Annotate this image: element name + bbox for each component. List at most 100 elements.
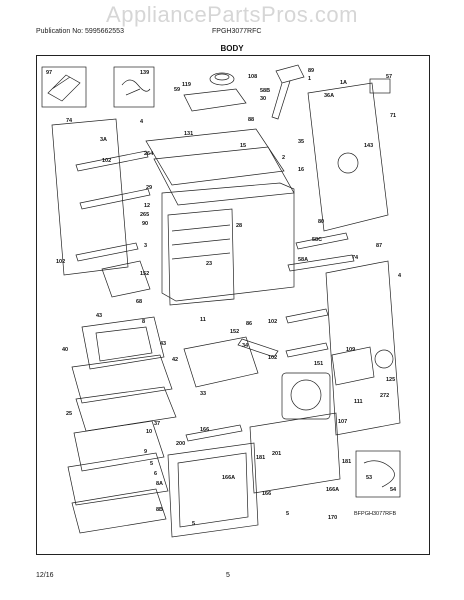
diagram-code: BFPGH3077RFB — [354, 511, 397, 517]
part-97-bracket — [47, 74, 81, 102]
part-166-slide — [185, 424, 243, 442]
callout-170: 170 — [328, 515, 337, 521]
part-53-cable — [363, 460, 395, 488]
callout-272: 272 — [380, 393, 389, 399]
callout-6: 6 — [154, 471, 157, 477]
callout-131: 131 — [184, 131, 193, 137]
part-102-rail-left — [75, 242, 139, 262]
part-8-door-window-inner — [95, 326, 153, 362]
callout-3a: 3A — [100, 137, 107, 143]
callout-25: 25 — [66, 411, 72, 417]
callout-111: 111 — [354, 399, 363, 405]
callout-68: 68 — [136, 299, 142, 305]
callout-125: 125 — [386, 377, 395, 383]
callout-3: 3 — [144, 243, 147, 249]
part-3a-side-panel — [51, 118, 129, 276]
callout-102-c: 102 — [268, 319, 277, 325]
callout-265: 265 — [140, 212, 149, 218]
callout-5-b: 5 — [192, 521, 195, 527]
callout-58c: 58C — [312, 237, 322, 243]
callout-42: 42 — [172, 357, 178, 363]
callout-166a-a: 166A — [222, 475, 235, 481]
callout-11: 11 — [200, 317, 206, 323]
callout-54: 54 — [390, 487, 397, 493]
callout-88: 88 — [248, 117, 254, 123]
callout-102-d: 102 — [268, 355, 277, 361]
callout-200: 200 — [176, 441, 185, 447]
part-200-drawer-front — [167, 442, 259, 538]
callout-166-b: 166 — [262, 491, 271, 497]
callout-1: 1 — [308, 76, 311, 82]
callout-8b: 8B — [156, 507, 163, 513]
part-68-bracket — [101, 260, 151, 298]
callout-4-mid: 4 — [398, 273, 402, 279]
callout-264: 264 — [144, 151, 154, 157]
part-102-trim-b — [79, 188, 151, 210]
part-131-top-panel — [145, 128, 285, 186]
part-box-97 — [41, 66, 87, 108]
callout-8-a: 8 — [142, 319, 145, 325]
part-102-trim-d — [285, 342, 329, 358]
callout-1a: 1A — [340, 80, 347, 86]
callout-89: 89 — [308, 68, 314, 74]
part-108-burner — [209, 72, 235, 86]
callout-8a: 8A — [156, 481, 163, 487]
callout-33: 33 — [200, 391, 206, 397]
part-201-drawer-rail — [249, 412, 341, 494]
part-8-door-window — [81, 316, 165, 370]
callout-71: 71 — [390, 113, 396, 119]
part-oven-opening — [167, 208, 235, 306]
callout-4-top: 4 — [140, 119, 144, 125]
part-102-trim-a — [75, 150, 149, 172]
part-59-vent — [183, 88, 247, 112]
callout-201: 201 — [272, 451, 281, 457]
callout-152-a: 152 — [140, 271, 149, 277]
callout-2: 2 — [282, 155, 285, 161]
callout-102-b: 102 — [56, 259, 65, 265]
callout-43-b: 43 — [160, 341, 166, 347]
callout-90: 90 — [142, 221, 148, 227]
callout-119: 119 — [182, 82, 191, 88]
callout-152-b: 152 — [230, 329, 239, 335]
callout-37: 37 — [154, 421, 160, 427]
callout-57: 57 — [386, 74, 392, 80]
callout-12: 12 — [144, 203, 150, 209]
part-102-trim-c — [285, 308, 329, 324]
rack-rail-1 — [171, 224, 231, 232]
callout-143: 143 — [364, 143, 373, 149]
part-1a-back-panel — [307, 82, 389, 232]
callout-28: 28 — [236, 223, 242, 229]
callout-29-a: 29 — [146, 185, 152, 191]
part-box-53 — [355, 450, 401, 498]
callout-10: 10 — [146, 429, 152, 435]
callout-86: 86 — [246, 321, 252, 327]
watermark-text: AppliancePartsPros.com — [106, 2, 358, 27]
section-title: BODY — [220, 44, 244, 53]
callout-58a: 58A — [298, 257, 308, 263]
rack-rail-2 — [171, 238, 231, 246]
callout-23: 23 — [206, 261, 212, 267]
part-1-oven-cavity — [161, 182, 295, 302]
callout-87: 87 — [376, 243, 382, 249]
callout-16: 16 — [298, 167, 304, 173]
callout-34: 34 — [242, 343, 249, 349]
part-34-strip — [237, 338, 279, 358]
callout-5-a: 5 — [150, 461, 153, 467]
callout-80: 80 — [318, 219, 324, 225]
part-42-glass — [71, 354, 173, 404]
callout-30: 30 — [260, 96, 266, 102]
callout-109: 109 — [346, 347, 355, 353]
publication-number: Publication No: 5995662553 — [36, 28, 124, 35]
part-107-fan-blade — [290, 379, 322, 411]
callout-74-top: 74 — [66, 118, 73, 124]
callout-40: 40 — [62, 347, 68, 353]
callout-102-a: 102 — [102, 158, 111, 164]
part-139-wiring — [121, 79, 151, 96]
callout-36a: 36A — [324, 93, 334, 99]
callout-43-a: 43 — [96, 313, 102, 319]
callout-97: 97 — [46, 70, 52, 76]
callout-labels: 97 139 119 108 89 1 57 1A 59 58B 30 36A … — [46, 68, 402, 527]
part-33-frame — [183, 336, 259, 388]
callout-53: 53 — [366, 475, 372, 481]
callout-181-a: 181 — [256, 455, 265, 461]
